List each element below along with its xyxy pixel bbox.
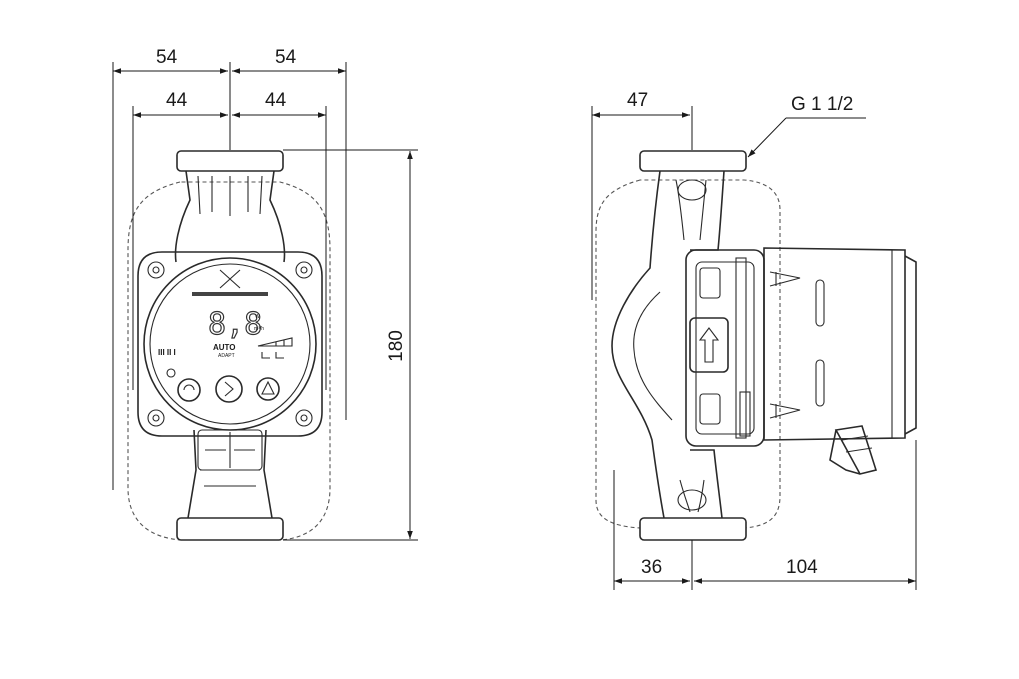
bracket-strip xyxy=(735,257,747,439)
pump-neck-bottom xyxy=(187,429,273,519)
brand-logo-icon xyxy=(219,269,241,289)
top-flange-side xyxy=(639,150,747,172)
display-auto: AUTO xyxy=(213,343,236,352)
motor-slot-1 xyxy=(815,279,825,327)
display-unit-m3h: m³/h xyxy=(254,326,264,332)
radiator-icons xyxy=(261,352,284,359)
head-slot-bottom xyxy=(699,393,721,425)
pump-body-inner xyxy=(675,179,707,513)
cable-connector-detail xyxy=(841,435,873,453)
dim-bottom-right-label: 104 xyxy=(786,557,818,578)
display-unit-w: W xyxy=(255,314,260,320)
inlet-port-bottom xyxy=(677,489,707,511)
pump-body-side xyxy=(611,170,725,519)
dim-inner-left-label: 44 xyxy=(166,90,188,111)
pump-neck-top xyxy=(174,170,286,263)
insulation-outline-side xyxy=(595,179,781,529)
bottom-flange-front xyxy=(176,517,284,541)
dim-bottom-left-label: 36 xyxy=(641,557,662,578)
front-view: 8,8 W m³/h III II I AUTO ADAPT 54 54 44 xyxy=(112,47,418,541)
pump-head-block xyxy=(685,249,765,447)
display-value: 8,8 xyxy=(208,307,262,342)
chevron-right-icon xyxy=(224,381,234,397)
bracket-plug xyxy=(739,391,751,437)
mode-button-right[interactable] xyxy=(256,377,280,401)
mode-button-left-glyph xyxy=(183,384,195,391)
head-slot-top xyxy=(699,267,721,299)
screw-bottom-right-inner xyxy=(300,414,308,422)
clamp-bottom xyxy=(769,403,801,419)
top-flange-front xyxy=(176,150,284,172)
dim-outer-right-label: 54 xyxy=(275,47,297,68)
select-button-center[interactable] xyxy=(215,375,243,403)
neck-inner-bottom xyxy=(200,469,260,487)
control-panel-rim xyxy=(149,263,311,425)
thread-leader xyxy=(747,117,787,158)
display-speeds: III II I xyxy=(158,348,176,357)
dim-height-label: 180 xyxy=(386,330,407,362)
screw-bottom-left xyxy=(147,409,165,427)
dim-inner-right-label: 44 xyxy=(265,90,287,111)
screw-top-left xyxy=(147,261,165,279)
side-view: 47 G 1 1/2 36 104 xyxy=(591,90,917,590)
clamp-top xyxy=(769,271,801,287)
mode-button-right-glyph xyxy=(261,380,275,395)
power-indicator-icon xyxy=(166,368,176,378)
mode-button-left[interactable] xyxy=(177,378,201,402)
neck-inner-top xyxy=(197,175,263,215)
bottom-flange-side xyxy=(639,517,747,541)
screw-bottom-right xyxy=(295,409,313,427)
screw-bottom-left-inner xyxy=(152,414,160,422)
cable-connector xyxy=(829,425,878,475)
brand-name-bar xyxy=(192,292,268,296)
volute-curve xyxy=(633,291,673,421)
screw-top-right-inner xyxy=(300,266,308,274)
screw-top-right xyxy=(295,261,313,279)
display-adapt: ADAPT xyxy=(218,353,235,359)
motor-housing xyxy=(763,247,906,441)
screw-top-left-inner xyxy=(152,266,160,274)
motor-end-cap xyxy=(904,255,917,435)
thread-label: G 1 1/2 xyxy=(791,94,853,115)
control-housing xyxy=(137,251,323,437)
control-panel-face xyxy=(143,257,317,431)
flow-direction-box xyxy=(689,317,729,373)
signal-bars-icon xyxy=(257,337,293,347)
terminal-box-split xyxy=(205,432,255,468)
pump-head-inner xyxy=(695,261,755,435)
inlet-port-top xyxy=(677,179,707,201)
dim-outer-left-label: 54 xyxy=(156,47,178,68)
dim-side-top-label: 47 xyxy=(627,90,648,111)
motor-slot-2 xyxy=(815,359,825,407)
flow-arrow-icon xyxy=(698,327,720,363)
